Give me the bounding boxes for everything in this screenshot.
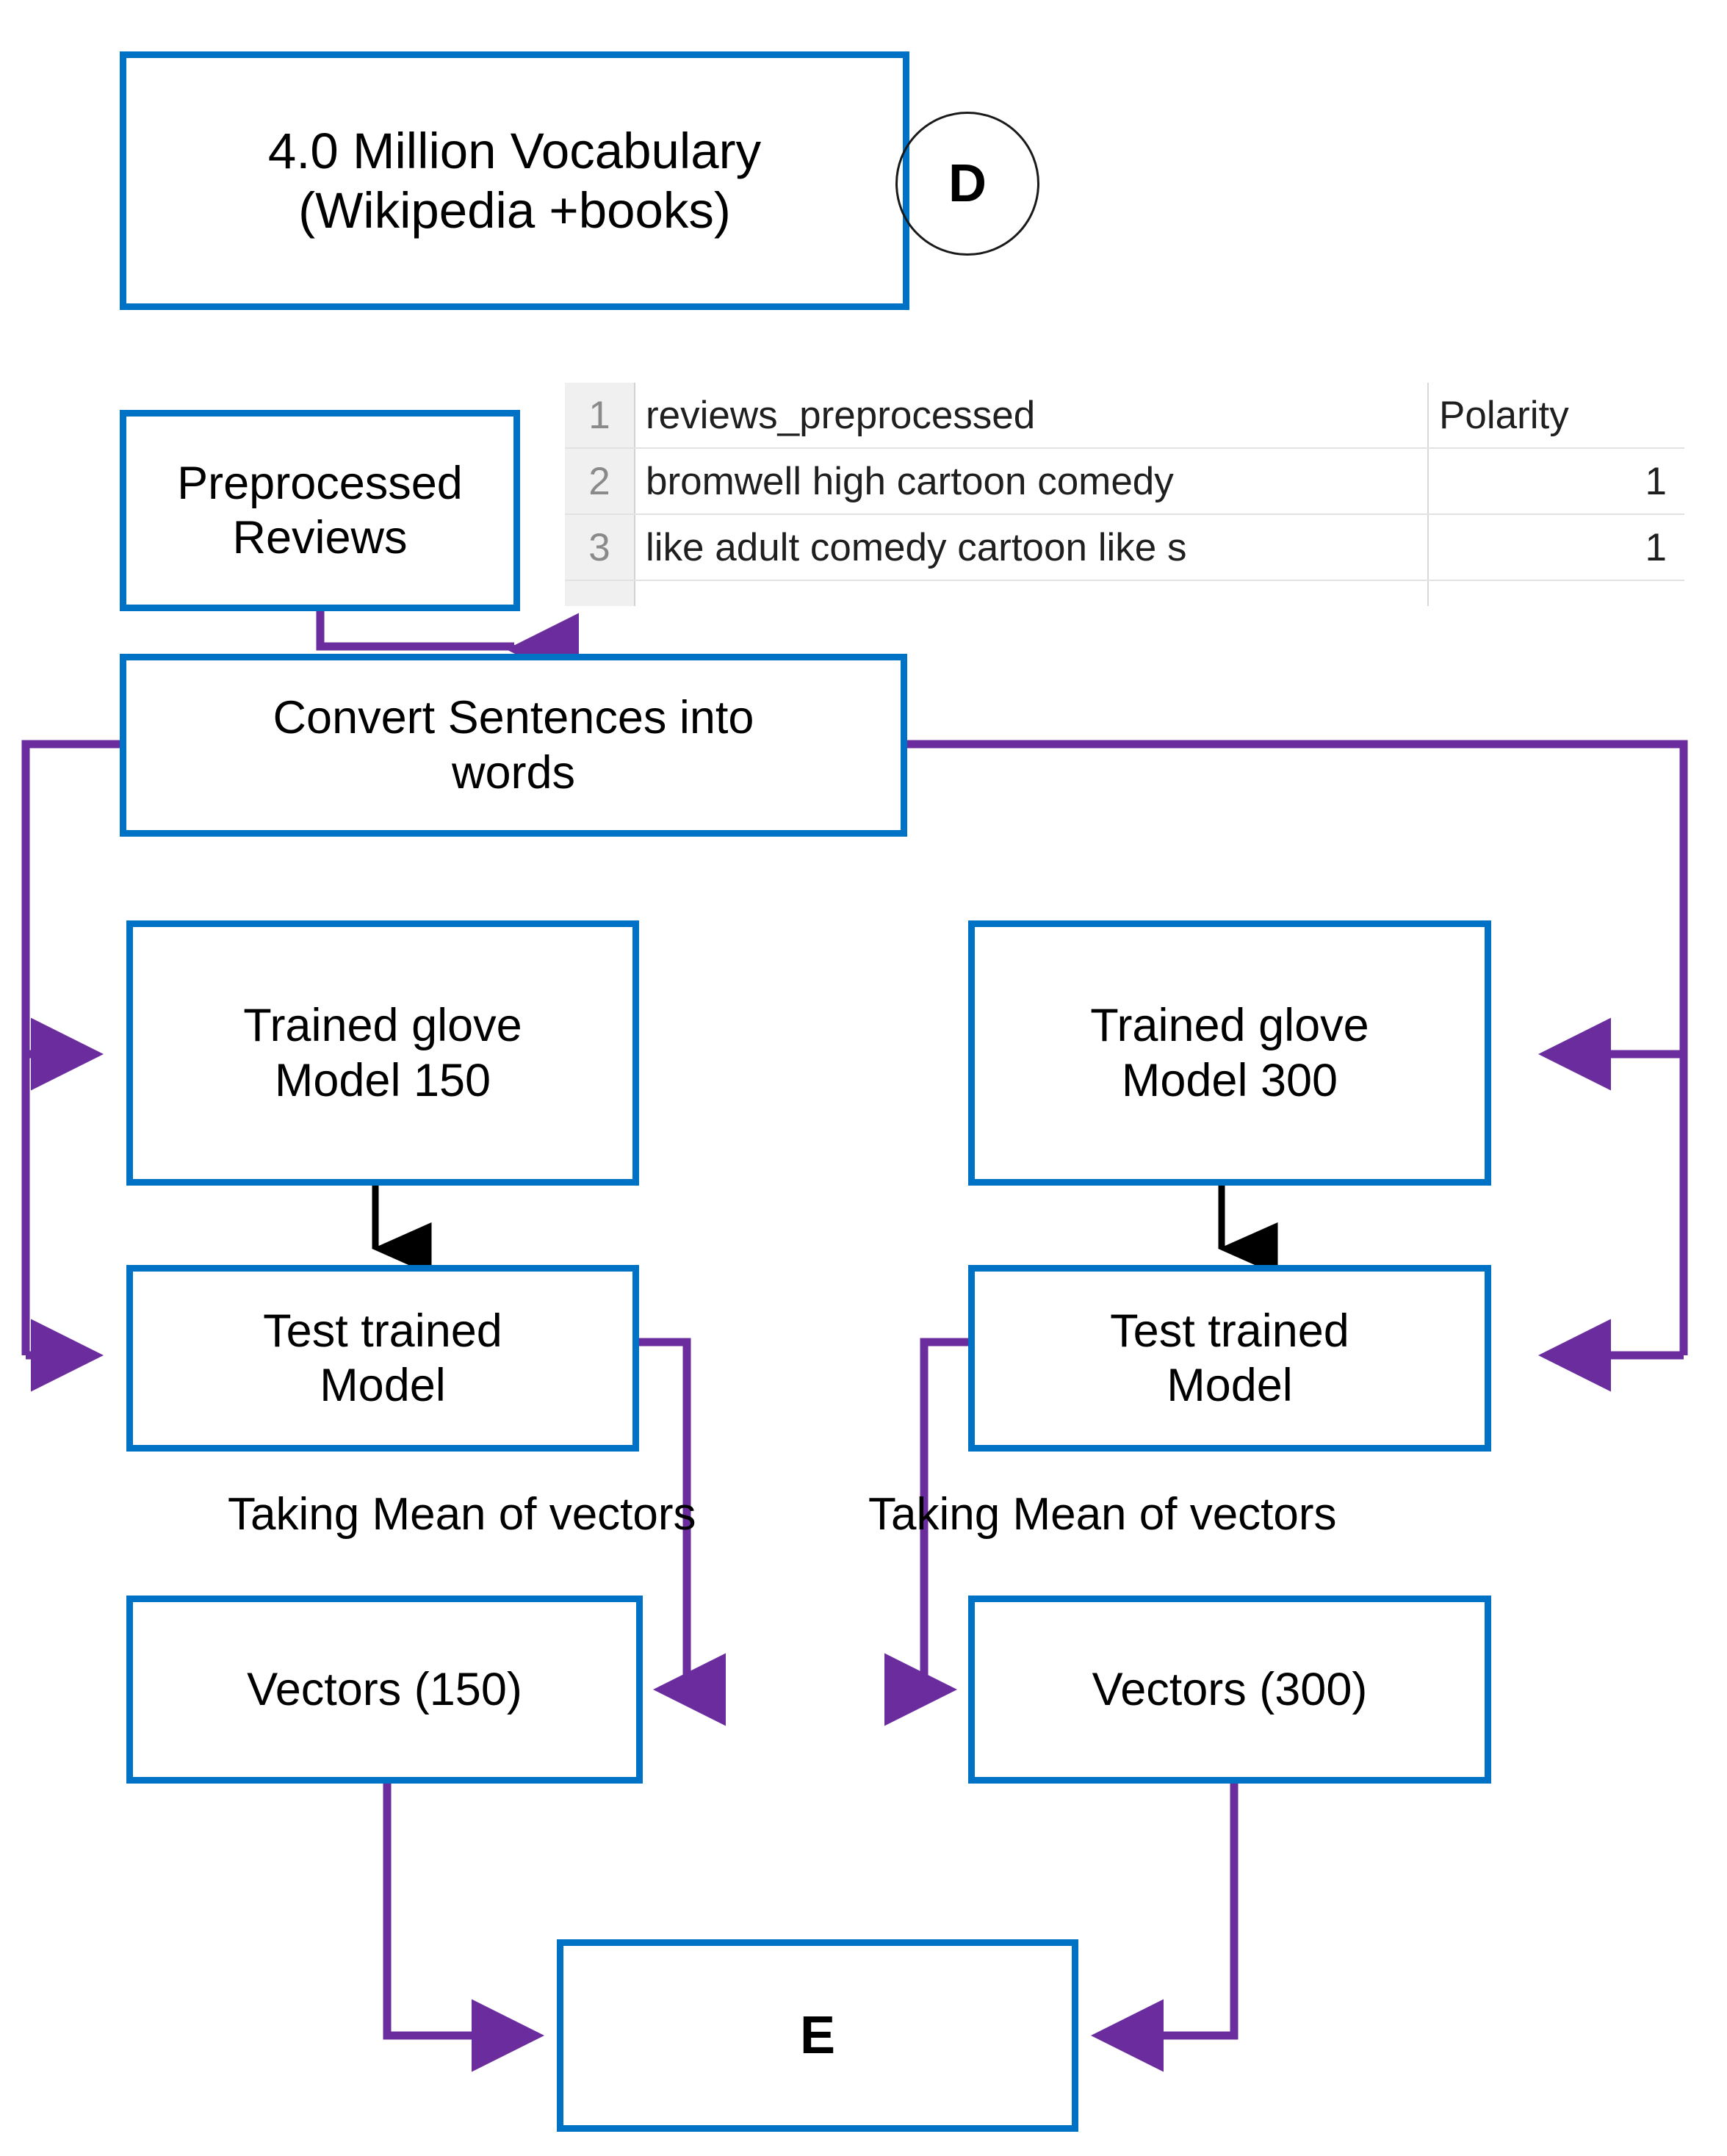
node-vectors-150-label: Vectors (150) xyxy=(247,1663,522,1715)
edge-vectors150-to-final xyxy=(383,1784,544,2072)
node-test-trained-150-label: Test trained Model xyxy=(263,1305,502,1411)
node-vectors-300-label: Vectors (300) xyxy=(1092,1663,1368,1715)
edge-caption-mean-left: Taking Mean of vectors xyxy=(228,1489,696,1540)
edge-vectors300-to-final xyxy=(1091,1784,1239,2072)
row-number: 1 xyxy=(565,383,635,449)
node-test-trained-300-label: Test trained Model xyxy=(1110,1305,1349,1411)
node-convert-sentences-label: Convert Sentences into words xyxy=(273,692,754,798)
cell-review: bromwell high cartoon comedy xyxy=(635,448,1429,515)
edge-convert-left-spine xyxy=(21,740,120,1355)
node-vectors-150[interactable]: Vectors (150) xyxy=(126,1596,643,1784)
table-row-spacer xyxy=(565,580,1684,606)
edge-preprocessed-to-convert xyxy=(316,611,514,651)
table-row: 1 reviews_preprocessed Polarity xyxy=(565,383,1684,449)
node-trained-glove-150[interactable]: Trained glove Model 150 xyxy=(126,920,639,1186)
row-number: 3 xyxy=(565,514,635,581)
table-row: 3 like adult comedy cartoon like s 1 xyxy=(565,514,1684,581)
table-row: 2 bromwell high cartoon comedy 1 xyxy=(565,448,1684,515)
cell-spacer xyxy=(1428,580,1684,606)
column-header-polarity: Polarity xyxy=(1428,383,1684,449)
spreadsheet-body: 1 reviews_preprocessed Polarity 2 bromwe… xyxy=(565,383,1684,606)
cell-spacer xyxy=(635,580,1429,606)
node-vectors-300[interactable]: Vectors (300) xyxy=(968,1596,1491,1784)
spreadsheet-snippet: 1 reviews_preprocessed Polarity 2 bromwe… xyxy=(565,383,1684,606)
node-trained-glove-150-label: Trained glove Model 150 xyxy=(243,1000,522,1106)
node-test-trained-300[interactable]: Test trained Model xyxy=(968,1265,1491,1452)
node-trained-glove-300-label: Trained glove Model 300 xyxy=(1090,1000,1369,1106)
node-vocabulary[interactable]: 4.0 Million Vocabulary (Wikipedia +books… xyxy=(120,51,909,310)
node-preprocessed-reviews-label: Preprocessed Reviews xyxy=(177,457,463,563)
stage-badge-d-label: D xyxy=(948,154,987,213)
node-vocabulary-label: 4.0 Million Vocabulary (Wikipedia +books… xyxy=(267,122,762,239)
node-preprocessed-reviews[interactable]: Preprocessed Reviews xyxy=(120,410,520,611)
node-final-stage-e-label: E xyxy=(799,2005,836,2065)
edge-caption-mean-right: Taking Mean of vectors xyxy=(868,1489,1337,1540)
cell-review: like adult comedy cartoon like s xyxy=(635,514,1429,581)
node-convert-sentences[interactable]: Convert Sentences into words xyxy=(120,654,907,837)
stage-badge-d: D xyxy=(895,112,1039,256)
cell-polarity: 1 xyxy=(1428,448,1684,515)
column-header-reviews: reviews_preprocessed xyxy=(635,383,1429,449)
node-test-trained-150[interactable]: Test trained Model xyxy=(126,1265,639,1452)
node-final-stage-e[interactable]: E xyxy=(557,1939,1078,2132)
node-trained-glove-300[interactable]: Trained glove Model 300 xyxy=(968,920,1491,1186)
row-number: 2 xyxy=(565,448,635,515)
cell-polarity: 1 xyxy=(1428,514,1684,581)
row-number-spacer xyxy=(565,580,635,606)
